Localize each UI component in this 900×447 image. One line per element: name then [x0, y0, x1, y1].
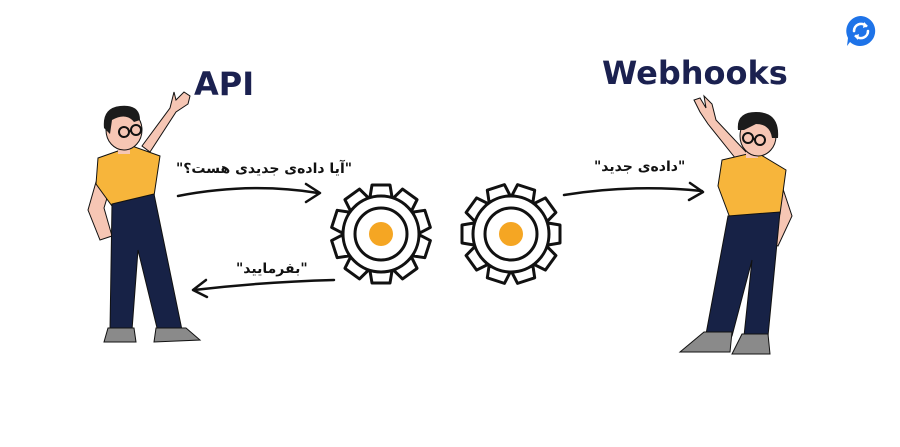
gear-icon [460, 183, 562, 285]
webhook-event-arrow [562, 181, 705, 202]
api-request-label: "آیا داده‌ی جدیدی هست؟" [176, 161, 353, 177]
webhook-event-label: "داده‌ی جدید" [594, 159, 686, 175]
api-title: API [194, 65, 255, 103]
webhooks-title: Webhooks [602, 54, 788, 92]
response-arrow [191, 278, 336, 299]
api-person-illustration [87, 91, 202, 343]
sync-logo-icon [846, 16, 876, 46]
webhooks-person-illustration [678, 94, 793, 355]
api-response-label: "بفرمایید" [236, 261, 308, 277]
request-arrow [176, 182, 322, 204]
gear-icon [330, 183, 432, 285]
